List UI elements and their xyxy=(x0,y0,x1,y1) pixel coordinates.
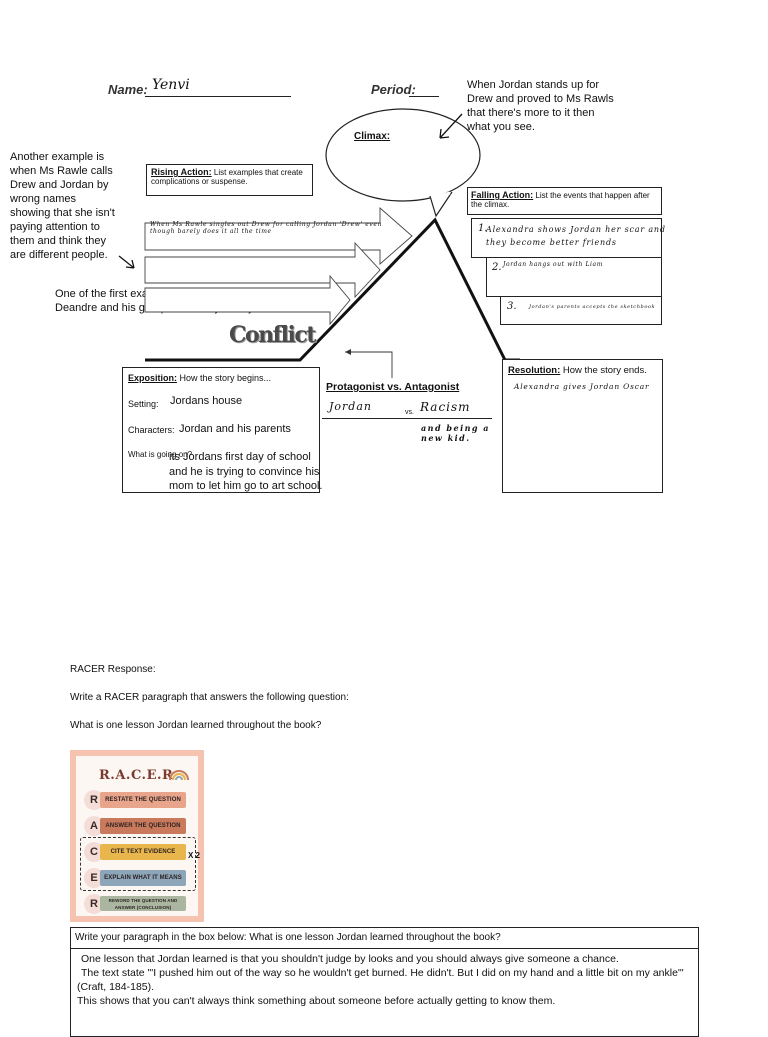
rainbow-icon xyxy=(169,770,189,780)
racer-row-text: ANSWER THE QUESTION xyxy=(100,818,186,834)
setting-value[interactable]: Jordans house xyxy=(170,395,243,407)
plot-diagram-lines xyxy=(118,108,520,378)
racer-row-text: RESTATE THE QUESTION xyxy=(100,792,186,808)
climax-note: When Jordan stands up for Drew and prove… xyxy=(467,79,614,133)
racer-heading: RACER Response: xyxy=(70,664,156,675)
answer-line-1: One lesson that Jordan learned is that y… xyxy=(81,953,619,965)
answer-prompt: Write your paragraph in the box below: W… xyxy=(75,932,501,943)
answer-line-3: This shows that you can't always think s… xyxy=(77,995,556,1007)
characters-label: Characters: xyxy=(128,425,175,435)
conflict-label: Conflict xyxy=(229,322,316,348)
racer-row-letter: A xyxy=(84,816,104,836)
racer-row-text: EXPLAIN WHAT IT MEANS xyxy=(100,870,186,886)
resolution-desc: How the story ends. xyxy=(562,365,647,376)
rising-arrow-3 xyxy=(144,274,351,326)
name-line xyxy=(145,96,291,97)
setting-label: Setting: xyxy=(128,399,159,409)
exposition-desc: How the story begins... xyxy=(179,373,272,383)
characters-value[interactable]: Jordan and his parents xyxy=(179,423,291,435)
falling-action-item-3[interactable]: 3. Jordan's parents accepts the sketchbo… xyxy=(500,296,662,325)
falling-item-1-number: 1. xyxy=(478,223,488,234)
exposition-title: Exposition: xyxy=(128,373,177,383)
answer-text[interactable]: One lesson that Jordan learned is that y… xyxy=(77,952,689,1008)
racer-row-text: CITE TEXT EVIDENCE xyxy=(100,844,186,860)
antagonist-value[interactable]: Racism xyxy=(420,400,471,414)
resolution-title: Resolution: xyxy=(508,365,561,376)
falling-action-item-1[interactable]: 1. Alexandra shows Jordan her scar and t… xyxy=(471,218,665,258)
falling-item-2-text: Jordan hangs out with Liam xyxy=(503,261,604,268)
falling-item-1-text: Alexandra shows Jordan her scar and they… xyxy=(486,225,666,247)
racer-row-letter: C xyxy=(84,842,104,862)
racer-repeat-bracket xyxy=(80,837,196,891)
racer-poster: R.A.C.E.R R RESTATE THE QUESTION A ANSWE… xyxy=(70,750,204,922)
rising-arrow-1 xyxy=(144,207,413,265)
racer-question: What is one lesson Jordan learned throug… xyxy=(70,720,322,731)
period-line[interactable] xyxy=(409,96,439,97)
resolution-box: Resolution: How the story ends. Alexandr… xyxy=(502,359,663,493)
rising-arrow-2 xyxy=(144,241,381,299)
racer-row-text: REWORD THE QUESTION AND ANSWER (CONCLUSI… xyxy=(100,896,186,911)
climax-bubble xyxy=(325,108,481,202)
racer-row-letter: R xyxy=(84,894,104,914)
racer-poster-title: R.A.C.E.R xyxy=(99,768,174,783)
answer-box[interactable]: Write your paragraph in the box below: W… xyxy=(70,927,699,1037)
resolution-value[interactable]: Alexandra gives Jordan Oscar xyxy=(514,382,650,391)
falling-action-desc: List the events that happen after the cl… xyxy=(471,191,650,209)
protagonist-underline xyxy=(322,418,492,419)
racer-row-letter: R xyxy=(84,790,104,810)
protagonist-title: Protagonist vs. Antagonist xyxy=(326,381,460,393)
racer-repeat-label: X 2 xyxy=(188,851,201,860)
vs-label: vs. xyxy=(405,409,414,416)
falling-item-3-text: Jordan's parents accepts the sketchbook xyxy=(529,304,656,310)
falling-action-box: Falling Action: List the events that hap… xyxy=(467,187,662,215)
racer-row-letter: E xyxy=(84,868,104,888)
falling-action-item-2[interactable]: 2. Jordan hangs out with Liam xyxy=(486,257,662,297)
rising-action-box: Rising Action: List examples that create… xyxy=(146,164,313,196)
climax-title: Climax: xyxy=(354,131,391,142)
going-on-label: What is going on? xyxy=(128,450,193,459)
exposition-box: Exposition: How the story begins... Sett… xyxy=(122,367,320,493)
name-value[interactable]: Yenvi xyxy=(152,77,190,93)
rising-action-entry-1[interactable]: When Ms Rawle singles out Drew for calli… xyxy=(150,221,382,235)
left-note: Another example is when Ms Rawle calls D… xyxy=(10,151,115,261)
name-label: Name: xyxy=(108,82,148,97)
rising-action-desc: List examples that create complications … xyxy=(151,168,303,186)
falling-action-title: Falling Action: xyxy=(471,190,534,200)
protagonist-value[interactable]: Jordan xyxy=(329,400,372,413)
racer-instruction: Write a RACER paragraph that answers the… xyxy=(70,692,349,703)
rising-action-title: Rising Action: xyxy=(151,167,212,177)
antagonist-extra[interactable]: and being a new kid. xyxy=(421,423,490,443)
answer-line-2: The text state "'I pushed him out of the… xyxy=(77,967,684,993)
falling-item-3-number: 3. xyxy=(507,301,517,312)
answer-divider xyxy=(71,948,698,949)
going-on-value[interactable]: its Jordans first day of school and he i… xyxy=(169,451,323,492)
racer-poster-inner: R.A.C.E.R R RESTATE THE QUESTION A ANSWE… xyxy=(76,756,198,916)
period-label: Period: xyxy=(371,82,416,97)
falling-item-2-number: 2. xyxy=(492,262,502,273)
